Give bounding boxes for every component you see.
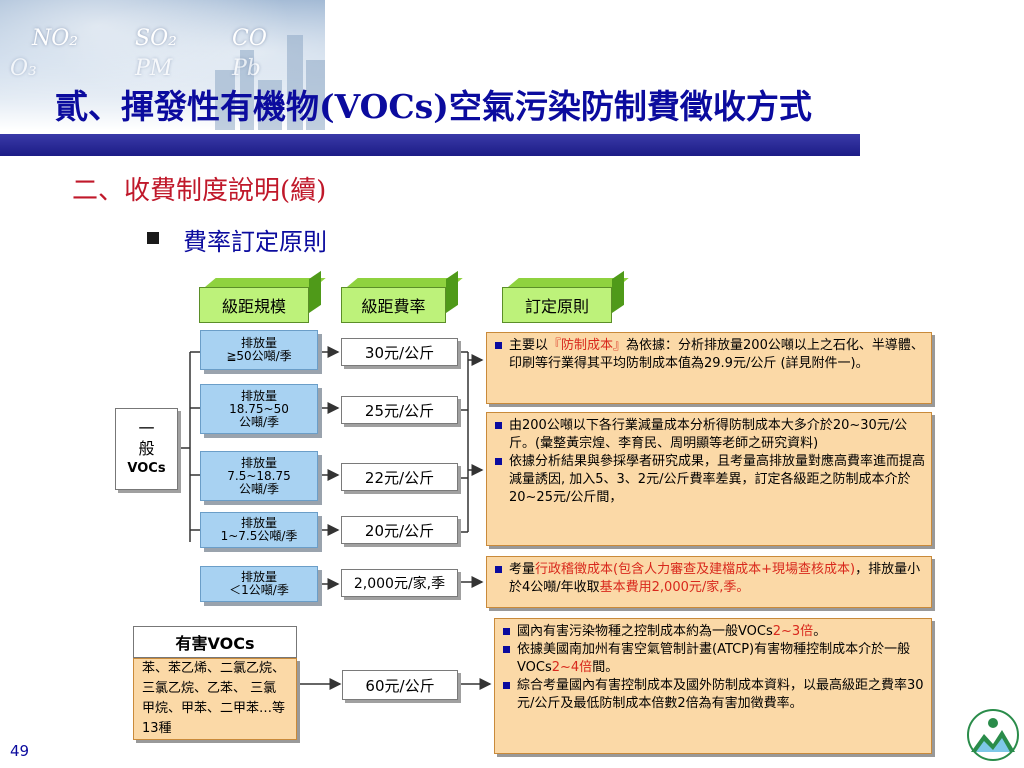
fee-box-3: 22元/公斤	[341, 463, 458, 491]
principle-2b-item: 依據分析結果與參採學者研究成果，且考量高排放量對應高費率進而提高減量誘因, 加入…	[495, 453, 925, 507]
page-number: 49	[10, 742, 30, 760]
chem-label-co: CO	[232, 26, 267, 51]
header-photo: NO₂ SO₂ CO O₃ PM Pb	[0, 0, 325, 130]
principle-1-item: 主要以『防制成本』為依據：分析排放量200公噸以上之石化、半導體、印刷等行業得其…	[495, 337, 925, 373]
principle-4a-text-c: 。	[813, 624, 827, 639]
page-title: 貳、揮發性有機物(VOCs)空氣污染防制費徵收方式	[55, 87, 812, 126]
tier-box-2: 排放量 18.75~50 公噸/季	[200, 384, 318, 434]
principle-4a-text-a: 國內有害污染物種之控制成本約為一般VOCs	[517, 624, 773, 639]
general-vocs-box: 一 般 VOCs	[115, 408, 178, 490]
principle-4c-item: 綜合考量國內有害控制成本及國外防制成本資料，以最高級距之費率30元/公斤及最低防…	[503, 677, 925, 713]
epa-logo-icon	[966, 708, 1020, 762]
principle-4b-highlight: 2~4倍	[551, 660, 593, 675]
general-vocs-line1: 一	[138, 419, 155, 438]
tier-4-line1: 排放量	[240, 516, 277, 530]
chem-label-so2: SO₂	[135, 26, 177, 51]
tier-box-3: 排放量 7.5~18.75 公噸/季	[200, 451, 318, 501]
bullet-square-icon	[147, 232, 159, 244]
section-subtitle: 二、收費制度說明(續)	[72, 176, 327, 206]
general-vocs-line2: 般	[138, 439, 155, 458]
principle-3-text-a: 考量	[509, 562, 536, 577]
tier-4-line2: 1~7.5公噸/季	[220, 529, 298, 543]
tier-3-line3: 公噸/季	[238, 481, 280, 496]
principle-2a-text: 由200公噸以下各行業減量成本分析得防制成本大多介於20~30元/公斤。(彙整黃…	[509, 418, 908, 451]
tier-box-5: 排放量 ＜1公噸/季	[200, 566, 318, 602]
tier-5-line1: 排放量	[240, 570, 277, 584]
principle-4a-item: 國內有害污染物種之控制成本約為一般VOCs2~3倍。	[503, 623, 925, 641]
tier-2-line2: 18.75~50	[229, 401, 289, 416]
column-header-tier: 級距規模	[199, 270, 326, 323]
tier-3-line2: 7.5~18.75	[227, 468, 291, 483]
principle-box-1: 主要以『防制成本』為依據：分析排放量200公噸以上之石化、半導體、印刷等行業得其…	[486, 332, 932, 404]
principle-3-highlight: 行政稽徵成本(包含人力審查及建檔成本+現場查核成本)	[535, 562, 856, 577]
principle-2a-item: 由200公噸以下各行業減量成本分析得防制成本大多介於20~30元/公斤。(彙整黃…	[495, 417, 925, 453]
principle-3-highlight-fee: 基本費用2,000元/家,季。	[599, 580, 750, 595]
bullet-heading: 費率訂定原則	[183, 228, 327, 256]
column-header-rate-label: 級距費率	[341, 287, 446, 323]
tier-2-line1: 排放量	[240, 388, 277, 403]
principle-4b-text-a: 依據美國南加州有害空氣管制計畫(ATCP)有害物種控制成本介於一般VOCs	[517, 642, 911, 675]
chem-label-pm: PM	[135, 56, 173, 81]
principle-box-4: 國內有害污染物種之控制成本約為一般VOCs2~3倍。 依據美國南加州有害空氣管制…	[494, 618, 932, 754]
fee-box-5: 2,000元/家,季	[341, 569, 458, 597]
column-header-principle: 訂定原則	[502, 270, 629, 323]
tier-box-4: 排放量 1~7.5公噸/季	[200, 512, 318, 548]
fee-box-1: 30元/公斤	[341, 338, 458, 366]
title-band	[0, 134, 860, 156]
hazardous-fee-box: 60元/公斤	[342, 670, 458, 700]
principle-1-text-c: 為依據：分析排放量200公噸以上之石化、半導體、印刷等行業得其平均防制成本值為2…	[509, 338, 924, 371]
hazardous-list: 苯、苯乙烯、二氯乙烷、三氯乙烷、乙苯、 三氯甲烷、甲苯、二甲苯…等13種	[133, 658, 297, 740]
hazardous-title: 有害VOCs	[133, 626, 297, 658]
tier-box-1: 排放量 ≧50公噸/季	[200, 330, 318, 370]
column-header-principle-label: 訂定原則	[502, 287, 612, 323]
principle-2b-text: 依據分析結果與參採學者研究成果，且考量高排放量對應高費率進而提高減量誘因, 加入…	[509, 454, 926, 505]
principle-3-item: 考量行政稽徵成本(包含人力審查及建檔成本+現場查核成本)，排放量小於4公噸/年收…	[495, 561, 925, 597]
column-header-tier-label: 級距規模	[199, 287, 309, 323]
principle-4a-highlight: 2~3倍	[772, 624, 814, 639]
chem-label-no2: NO₂	[32, 26, 79, 51]
column-header-rate: 級距費率	[341, 270, 463, 323]
fee-box-4: 20元/公斤	[341, 516, 458, 544]
tier-1-line1: 排放量	[240, 336, 277, 350]
principle-box-3: 考量行政稽徵成本(包含人力審查及建檔成本+現場查核成本)，排放量小於4公噸/年收…	[486, 556, 932, 608]
chem-label-o3: O₃	[10, 56, 37, 81]
tier-2-line3: 公噸/季	[238, 414, 280, 429]
chem-label-pb: Pb	[232, 56, 261, 81]
principle-1-text-a: 主要以	[509, 338, 549, 353]
principle-4b-item: 依據美國南加州有害空氣管制計畫(ATCP)有害物種控制成本介於一般VOCs2~4…	[503, 641, 925, 677]
principle-box-2: 由200公噸以下各行業減量成本分析得防制成本大多介於20~30元/公斤。(彙整黃…	[486, 412, 932, 546]
principle-1-highlight: 『防制成本』	[548, 338, 627, 353]
principle-3-text-c: ，排放量小於4公噸/年收取	[509, 562, 921, 595]
principle-4c-text: 綜合考量國內有害控制成本及國外防制成本資料，以最高級距之費率30元/公斤及最低防…	[517, 678, 924, 711]
general-vocs-line3: VOCs	[127, 461, 166, 476]
tier-3-line1: 排放量	[240, 455, 277, 470]
principle-4b-text-c: 間。	[592, 660, 619, 675]
fee-box-2: 25元/公斤	[341, 396, 458, 424]
tier-5-line2: ＜1公噸/季	[229, 583, 289, 597]
tier-1-line2: ≧50公噸/季	[226, 349, 292, 363]
